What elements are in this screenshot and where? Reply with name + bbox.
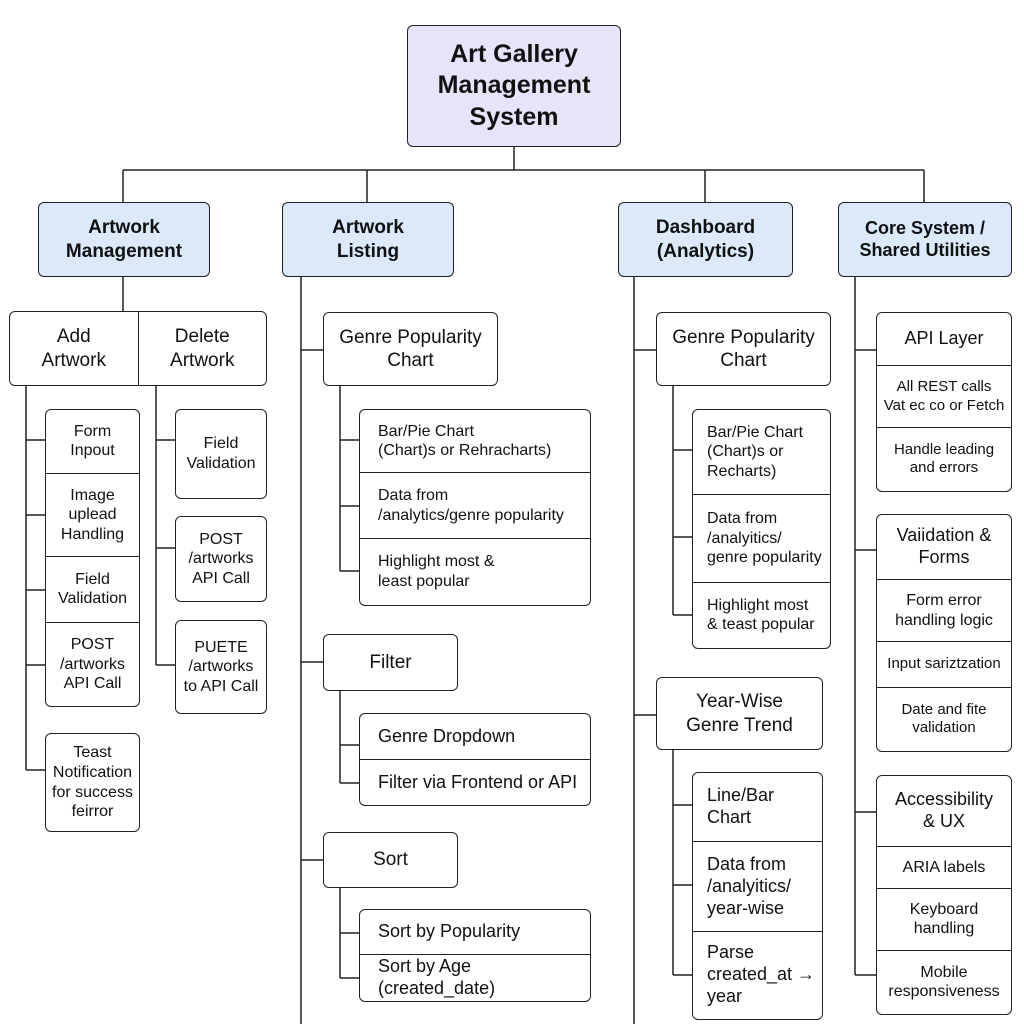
dashboard-year-wise-trend: Year-Wise Genre Trend	[656, 677, 823, 750]
core-validation-title: Vaiidation & Forms	[877, 515, 1011, 581]
listing-filter-node: Filter	[323, 634, 458, 691]
add-step-post-api: POST /artworks API Call	[60, 636, 125, 693]
root-node: Art Gallery Management System	[407, 25, 621, 147]
listing-chart-highlight: Highlight most & least popular	[378, 553, 495, 590]
filter-via-frontend-or-api: Filter via Frontend or API	[378, 771, 578, 792]
sort-by-popularity: Sort by Popularity	[360, 910, 590, 955]
category-artwork-listing: Artwork Listing	[282, 202, 454, 277]
toast-notification-node: Teast Notification for success feirror	[45, 733, 140, 832]
dashboard-genre-chart-details: Bar/Pie Chart (Chart)s or Recharts) Data…	[692, 409, 831, 649]
year-trend-chart-type: Line/Bar Chart	[693, 773, 822, 843]
core-keyboard-handling: Keyboard handling	[877, 889, 1011, 951]
core-api-rest-calls: All REST calls Vat ec co or Fetch	[877, 366, 1011, 428]
category-core-system: Core System / Shared Utilities	[838, 202, 1012, 277]
core-api-layer-group: API Layer All REST calls Vat ec co or Fe…	[876, 312, 1012, 492]
core-accessibility-group: Accessibility & UX ARIA labels Keyboard …	[876, 775, 1012, 1015]
add-step-field-validation: Field Validation	[46, 557, 139, 623]
core-api-loading-errors: Handle leading and errors	[893, 441, 995, 477]
listing-filter-details: Genre Dropdown Filter via Frontend or AP…	[359, 713, 591, 806]
core-date-file-validation: Date and fite validation	[901, 700, 987, 737]
add-artwork-steps: Form Inpout Image uplead Handling Field …	[45, 409, 140, 707]
add-artwork-node: Add Artwork	[10, 312, 139, 385]
listing-sort-node: Sort	[323, 832, 458, 888]
listing-chart-type: Bar/Pie Chart (Chart)s or Rehracharts)	[360, 410, 590, 474]
dashboard-chart-data-source: Data from /analyitics/ genre popularity	[693, 495, 830, 583]
core-accessibility-title: Accessibility & UX	[877, 776, 1011, 848]
delete-step-field-validation: Field Validation	[175, 409, 267, 499]
add-step-image-upload: Image uplead Handling	[46, 474, 139, 558]
year-trend-data-source: Data from /analyitics/ year-wise	[693, 842, 822, 932]
core-mobile-responsiveness: Mobile responsiveness	[888, 963, 1000, 1001]
core-input-sanitization: Input sariztzation	[877, 642, 1011, 688]
sort-by-age: Sort by Age (created_date)	[378, 956, 496, 998]
core-form-error-handling: Form error handling logic	[877, 580, 1011, 642]
filter-genre-dropdown: Genre Dropdown	[360, 714, 590, 760]
dashboard-chart-highlight: Highlight most & teast popular	[707, 596, 815, 634]
listing-sort-details: Sort by Popularity Sort by Age (created_…	[359, 909, 591, 1002]
listing-genre-popularity-chart: Genre Popularity Chart	[323, 312, 498, 386]
add-delete-artwork-box: Add Artwork Delete Artwork	[9, 311, 267, 386]
dashboard-chart-type: Bar/Pie Chart (Chart)s or Recharts)	[693, 410, 830, 496]
year-trend-parse-date: Parse created_at → year	[707, 942, 816, 1007]
delete-artwork-node: Delete Artwork	[170, 326, 235, 371]
category-artwork-management: Artwork Management	[38, 202, 210, 277]
delete-step-delete-api: PUETE /artworks to API Call	[175, 620, 267, 714]
core-aria-labels: ARIA labels	[877, 847, 1011, 890]
dashboard-genre-popularity-chart: Genre Popularity Chart	[656, 312, 831, 386]
core-validation-group: Vaiidation & Forms Form error handling l…	[876, 514, 1012, 752]
delete-step-post-api: POST /artworks API Call	[175, 516, 267, 602]
listing-genre-chart-details: Bar/Pie Chart (Chart)s or Rehracharts) D…	[359, 409, 591, 606]
category-dashboard: Dashboard (Analytics)	[618, 202, 793, 277]
dashboard-year-trend-details: Line/Bar Chart Data from /analyitics/ ye…	[692, 772, 823, 1020]
listing-chart-data-source: Data from /analytics/genre popularity	[360, 473, 590, 539]
core-api-layer-title: API Layer	[877, 313, 1011, 367]
add-step-form-input: Form Inpout	[46, 410, 139, 474]
